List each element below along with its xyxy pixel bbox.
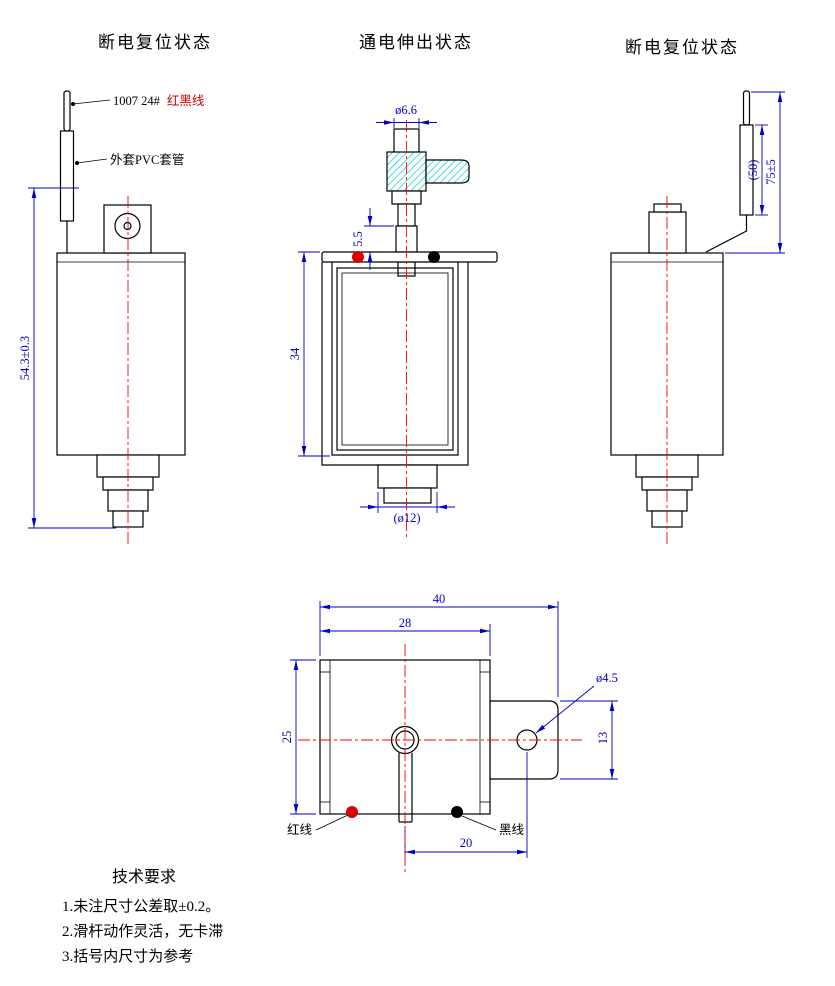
note-3: 3.括号内尺寸为参考 [62, 948, 193, 965]
dim-plunger-dia: (ø12) [360, 492, 455, 525]
wire-label-leader [72, 99, 111, 105]
frame-outer [321, 262, 469, 466]
dim-body-height: 34 [288, 251, 330, 457]
dim-hole-offset: 20 [404, 752, 528, 858]
left-view: 1007 24#红黑线 外套PVC套管 54.3±0.3 [18, 90, 205, 544]
coil-inner [341, 272, 449, 446]
right-plunger [648, 211, 687, 254]
note-2: 2.滑杆动作灵活，无卡滞 [62, 923, 223, 940]
coil-outer [336, 267, 454, 451]
sleeve-label-leader [76, 158, 108, 164]
bottom-plunger [377, 464, 438, 504]
dim-sleeve-length: (50) [746, 124, 768, 216]
red-wire-label: 红线 [287, 822, 313, 837]
wire-label-leader-dot [71, 102, 75, 106]
left-wire-tip [63, 90, 71, 132]
sleeve-label-leader-dot [75, 161, 79, 165]
svg-text:(50): (50) [746, 160, 760, 181]
mounting-flange [321, 251, 498, 263]
note-1: 1.未注尺寸公差取±0.2。 [62, 898, 220, 915]
svg-text:(ø12): (ø12) [393, 511, 420, 525]
svg-text:54.3±0.3: 54.3±0.3 [18, 336, 32, 380]
tech-notes: 技术要求 1.未注尺寸公差取±0.2。 2.滑杆动作灵活，无卡滞 3.括号内尺寸… [62, 868, 223, 965]
notes-title: 技术要求 [112, 868, 176, 886]
svg-text:ø4.5: ø4.5 [596, 671, 618, 685]
right-wire-tip [742, 90, 751, 126]
svg-text:34: 34 [288, 347, 302, 360]
dim-tab-height: 13 [560, 700, 618, 780]
dim-body-width: 28 [320, 616, 491, 656]
svg-text:75±5: 75±5 [764, 159, 778, 185]
svg-text:ø6.6: ø6.6 [395, 103, 417, 117]
pvc-sleeve-label: 外套PVC套管 [110, 152, 184, 167]
view-title-right: 断电复位状态 [625, 38, 739, 57]
black-wire-label: 黑线 [499, 823, 525, 837]
black-wire-dot-bottom [451, 806, 463, 818]
black-wire-dot [428, 251, 440, 263]
knob-hatched-arm [425, 159, 470, 184]
red-wire-dot-bottom [346, 806, 358, 818]
right-view: (50) 75±5 [610, 90, 785, 544]
svg-text:40: 40 [433, 592, 446, 606]
left-body [56, 252, 186, 456]
red-wire-dot [352, 251, 364, 263]
view-title-left: 断电复位状态 [98, 33, 212, 52]
black-wire-leader [461, 815, 497, 831]
view-title-middle: 通电伸出状态 [359, 33, 473, 52]
red-wire-leader [315, 814, 349, 831]
left-pvc-sleeve [59, 130, 75, 222]
dim-left-height: 54.3±0.3 [18, 187, 116, 529]
left-plunger-hole [114, 212, 141, 240]
dim-hole-dia: ø4.5 [535, 671, 618, 734]
svg-text:13: 13 [596, 732, 610, 745]
dim-stroke: 5.5 [351, 208, 394, 270]
wire-spec-label: 1007 24#红黑线 [113, 93, 205, 108]
dim-total-width: 40 [319, 592, 559, 697]
corner-steps [320, 671, 490, 803]
frame-inner [331, 262, 459, 456]
plunger-slot [398, 753, 413, 823]
svg-text:25: 25 [280, 731, 294, 744]
svg-text:20: 20 [460, 836, 473, 850]
svg-text:5.5: 5.5 [351, 231, 365, 247]
middle-view: ø6.6 5.5 34 (ø12) [288, 103, 498, 540]
dim-wire-length: 75±5 [725, 91, 785, 254]
dim-depth: 25 [280, 659, 316, 815]
right-plunger-cap [653, 203, 682, 213]
bottom-view: 40 28 25 13 20 [280, 592, 618, 872]
left-plunger-hole-center [123, 221, 132, 231]
svg-text:28: 28 [399, 616, 412, 630]
right-wire-lower [705, 215, 748, 253]
